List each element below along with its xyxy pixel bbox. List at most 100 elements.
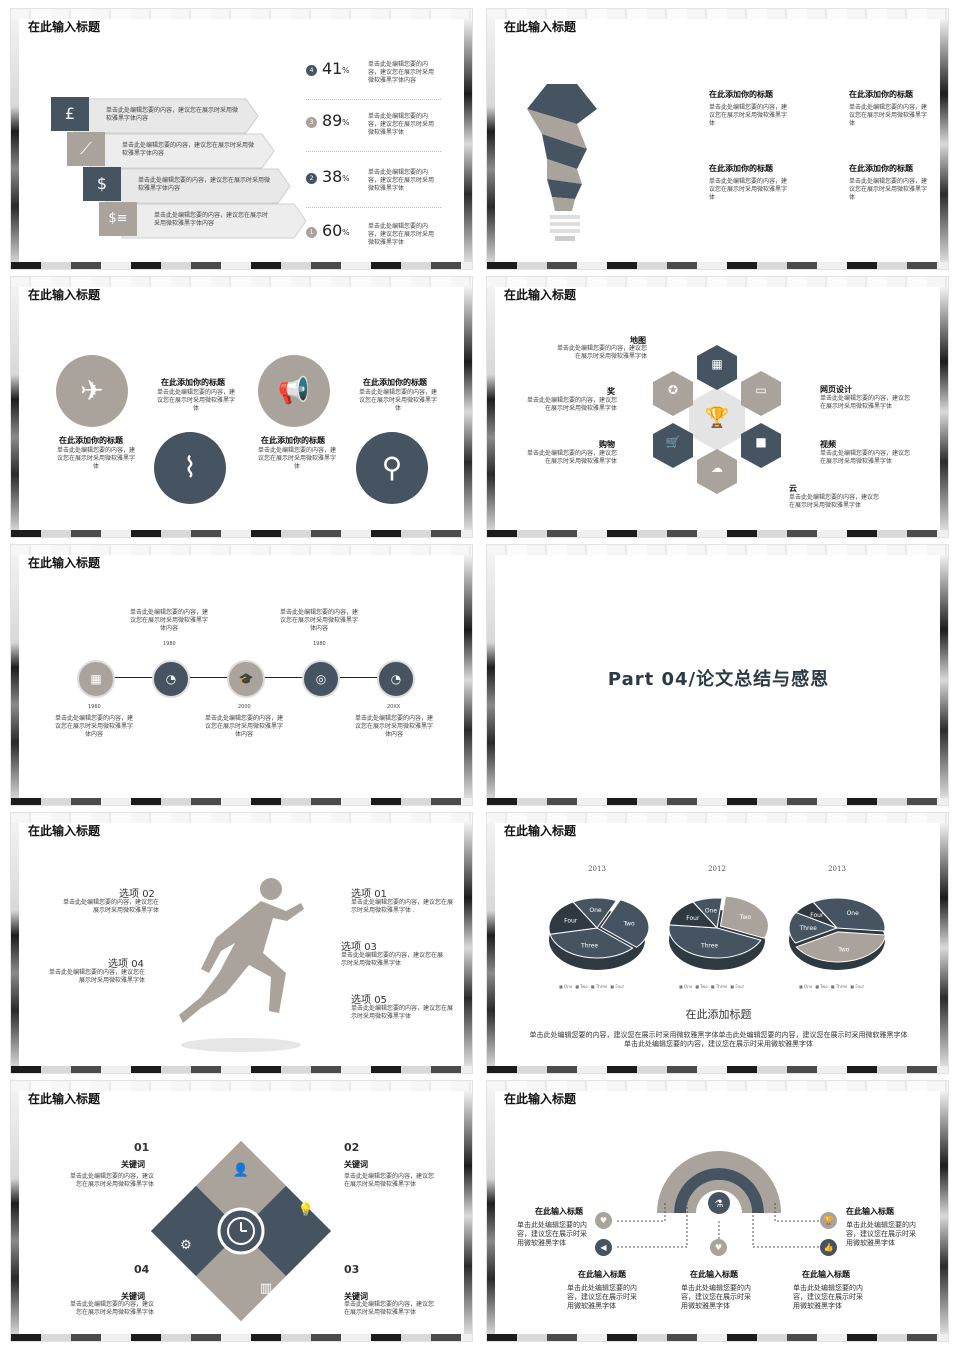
pie-slice-four (548, 901, 599, 935)
pie-slice-four (795, 901, 838, 929)
pound-bag-icon: £ (51, 97, 89, 131)
frame-decoration (11, 798, 472, 805)
pie-slice-four (668, 901, 719, 929)
stat-text: 单击此处编辑您要的内容，建议您在展示时采用微软雅黑字体 (368, 113, 435, 136)
legend-entry: ■ One (679, 984, 693, 989)
slide-3-circles[interactable]: 在此输入标题 ✈ ⌇ 📢 ⚲ 在此添加你的标题 单击此处编辑您要的内容，建议您在… (10, 276, 473, 538)
pie-slice-label: Two (739, 914, 752, 921)
bar-chart-icon: ▥ (259, 1281, 273, 1296)
legend-entry: ■ One (559, 984, 573, 989)
award-icon: ✪ (667, 383, 679, 397)
timeline-text: 单击此处编辑您要的内容，建议您在展示时采用微软雅黑字体内容 (129, 609, 208, 632)
frame-decoration (940, 19, 948, 269)
slide-title: 在此输入标题 (28, 824, 101, 838)
stat-percent: 41 (322, 59, 343, 78)
pie-title: 2013 (588, 865, 606, 873)
frame-decoration (487, 545, 948, 555)
pie-slice-label: Two (837, 947, 850, 954)
stat-badge: 3 (306, 117, 317, 128)
timeline-year: 1960 (88, 704, 101, 710)
slide-2-lightbulb[interactable]: 在此输入标题 在此添加你的标题 单击此处编辑您要的内容，建议您在展示时采用微软雅… (486, 8, 949, 270)
frame-decoration (11, 277, 472, 287)
pie-slice-label: Four (810, 912, 824, 919)
item-heading: 在此输入标题 (690, 1270, 738, 1279)
chart-subtitle: 在此添加标题 (685, 1008, 752, 1021)
dashed-connectors (617, 1203, 819, 1248)
arrow-text: 单击此处编辑您要的内容，建议您在展示时采用微软雅黑字体内容 (106, 107, 239, 122)
item-heading: 在此添加你的标题 (849, 164, 913, 173)
pie-slice-one (812, 897, 886, 932)
item-text: 单击此处编辑您要的内容，建议您在展示时采用微软雅黑字体 (709, 178, 788, 201)
frame-decoration (11, 545, 472, 555)
frame-decoration (11, 19, 19, 269)
item-keyword: 关键词 (344, 1292, 368, 1301)
video-camera-icon: ■ (755, 435, 767, 449)
slide-6-section[interactable]: Part 04/论文总结与感恩 (486, 544, 949, 806)
legend-entry: ■ Three (590, 984, 608, 989)
arrow-text: 单击此处编辑您要的内容，建议您在展示时采用微软雅黑字体内容 (138, 177, 271, 192)
slide-title: 在此输入标题 (28, 1092, 101, 1106)
arrow-text: 单击此处编辑您要的内容，建议您在展示时采用微软雅黑字体内容 (154, 212, 269, 227)
chart-line-icon: ⟋ (67, 132, 105, 166)
runner-icon (179, 878, 304, 1052)
frame-decoration (487, 287, 495, 537)
slide-7-runner[interactable]: 在此输入标题 选项 02 单击此处编辑您要的内容，建议您在展示时采用微软雅黑字体… (10, 812, 473, 1074)
stat-percent: 60 (322, 221, 343, 240)
hex-text: 单击此处编辑您要的内容，建议您在展示时采用微软雅黑字体 (789, 494, 880, 509)
option-label: 选项 04 (108, 959, 144, 970)
timeline-year: 2000 (238, 704, 251, 710)
slide-title: 在此输入标题 (504, 1092, 577, 1106)
item-text: 单击此处编辑您要的内容，建议您在展示时采用微软雅黑字体 (567, 1284, 637, 1310)
frame-decoration (487, 19, 495, 269)
option-label: 选项 01 (351, 889, 387, 900)
slide-1-stats[interactable]: 在此输入标题 £ ⟋ $ $≡ 单击此处编辑您要的内容，建议您在展示时采用微软雅… (10, 8, 473, 270)
pie-slice-label: One (589, 907, 602, 914)
arrow-text: 单击此处编辑您要的内容，建议您在展示时采用微软雅黑字体内容 (122, 142, 255, 157)
item-keyword: 关键词 (344, 1160, 368, 1169)
frame-decoration (11, 262, 472, 269)
stat-row: 2 38 % 单击此处编辑您要的内容，建议您在展示时采用微软雅黑字体 (306, 167, 441, 208)
frame-decoration (487, 1334, 948, 1341)
slide-title: 在此输入标题 (504, 288, 577, 302)
frame-decoration (11, 1081, 472, 1091)
arch-graphic: ⚗ (657, 1151, 781, 1214)
slide-5-timeline[interactable]: 在此输入标题 ▦ ◔ 🎓 ◎ ◔ 单击此处编辑您要的内容，建议您在展示时采用微软… (10, 544, 473, 806)
megaphone-icon: 📢 (258, 355, 330, 427)
slide-4-hexagons[interactable]: 在此输入标题 🏆 ▦ ▭ ■ ☁ 🛒 ✪ 地图 单击此处编辑您要的内容，建议您在… (486, 276, 949, 538)
pie-slice-label: Four (564, 918, 578, 925)
pie-slice-two (719, 895, 769, 939)
frame-decoration (940, 555, 948, 805)
slide-10-arch[interactable]: 在此输入标题 ⚗ ♥ ◀ ♥ 🏆 👍 在此输入标题 单击此处编辑您要的内容，建议… (486, 1080, 949, 1342)
item-number: 01 (134, 1141, 150, 1154)
item-text: 单击此处编辑您要的内容，建议您在展示时采用微软雅黑字体 (517, 1221, 587, 1247)
timeline-text: 单击此处编辑您要的内容，建议您在展示时采用微软雅黑字体内容 (204, 715, 283, 738)
cycle-diagram (151, 1141, 331, 1321)
frame-decoration (487, 1066, 948, 1073)
option-label: 选项 05 (351, 995, 387, 1006)
stat-percent: 89 (322, 111, 343, 130)
frame-decoration (487, 277, 948, 287)
item-text: 单击此处编辑您要的内容，建议您在展示时采用微软雅黑字体 (709, 104, 788, 127)
pie-legend: ■ One■ Two■ Three■ Four (559, 984, 627, 989)
pie-slice-label: Three (580, 942, 598, 949)
stat-row: 1 60 % 单击此处编辑您要的内容，建议您在展示时采用微软雅黑字体 (306, 221, 441, 261)
item-text: 单击此处编辑您要的内容，建议您在展示时采用微软雅黑字体 (849, 178, 928, 201)
frame-decoration (464, 555, 472, 805)
lightbulb-icon: 💡 (297, 1203, 315, 1218)
paper-plane-icon: ✈ (56, 355, 128, 427)
legend-entry: ■ Two (695, 984, 708, 989)
trophy-icon: 🏆 (820, 1212, 837, 1229)
pie-title: 2012 (708, 865, 726, 873)
item-text: 单击此处编辑您要的内容，建议您在展示时采用微软雅黑字体 (69, 1301, 154, 1316)
slide-9-clock-arrows[interactable]: 在此输入标题 👤 💡 ▥ ⚙ 01 关键词 单击此处编辑您要的内容，建议您在展示… (10, 1080, 473, 1342)
map-icon: ▦ (77, 660, 115, 698)
map-icon: ▦ (711, 357, 723, 371)
stat-unit: % (342, 228, 350, 237)
frame-decoration (11, 9, 472, 19)
hex-label: 地图 (630, 336, 646, 345)
option-text: 单击此处编辑您要的内容，建议您在展示时采用微软雅黑字体 . (351, 899, 454, 914)
option-text: 单击此处编辑您要的内容，建议您在展示时采用微软雅黑字体 (62, 899, 159, 914)
frame-decoration (940, 823, 948, 1073)
